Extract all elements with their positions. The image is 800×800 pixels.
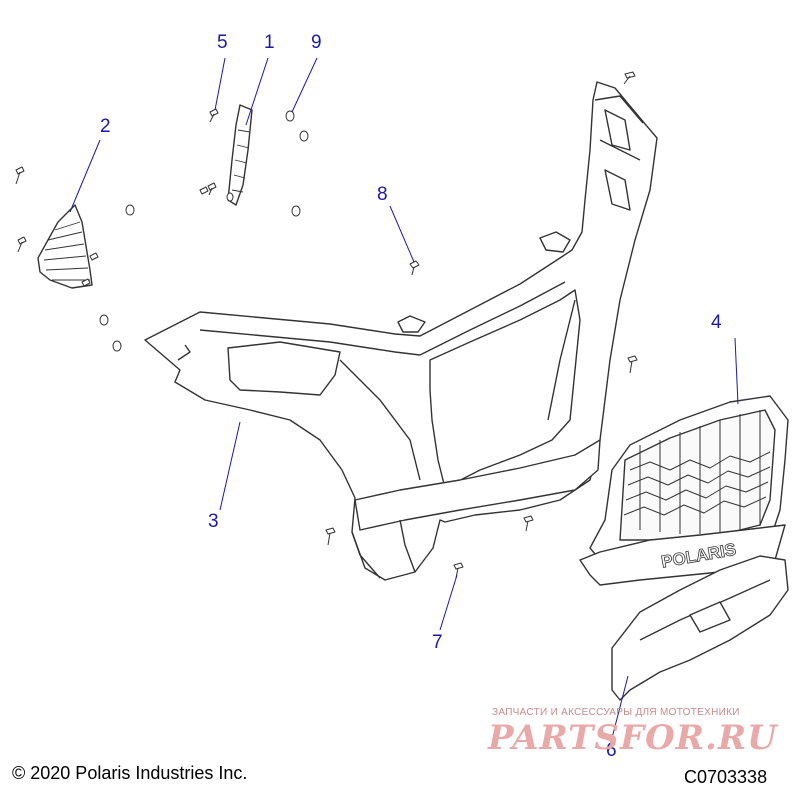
callout-1: 1: [264, 32, 275, 53]
watermark-logo: PARTSFOR.RU: [488, 718, 778, 758]
part-1-vent-strip: [227, 104, 253, 206]
part-4-grille: [579, 395, 789, 586]
callout-4: 4: [711, 312, 722, 333]
screws: [15, 71, 638, 579]
callout-7: 7: [432, 632, 443, 653]
callout-9: 9: [311, 32, 322, 53]
watermark-tagline: ЗАПЧАСТИ И АКСЕССУАРЫ ДЛЯ МОТОТЕХНИКИ: [492, 707, 740, 718]
push-nuts: [99, 110, 309, 352]
copyright-text: © 2020 Polaris Industries Inc.: [12, 763, 248, 783]
callout-6: 6: [606, 740, 617, 761]
part-code: C0703338: [684, 767, 768, 787]
part-3-front-bezel: [144, 81, 658, 581]
callout-5: 5: [217, 32, 228, 53]
part-6-lower-panel: [611, 555, 789, 701]
callout-3: 3: [208, 511, 219, 532]
callout-8: 8: [377, 184, 388, 205]
callout-2: 2: [100, 116, 111, 137]
part-2-side-vent: [37, 204, 93, 289]
leader-lines: [69, 57, 739, 739]
